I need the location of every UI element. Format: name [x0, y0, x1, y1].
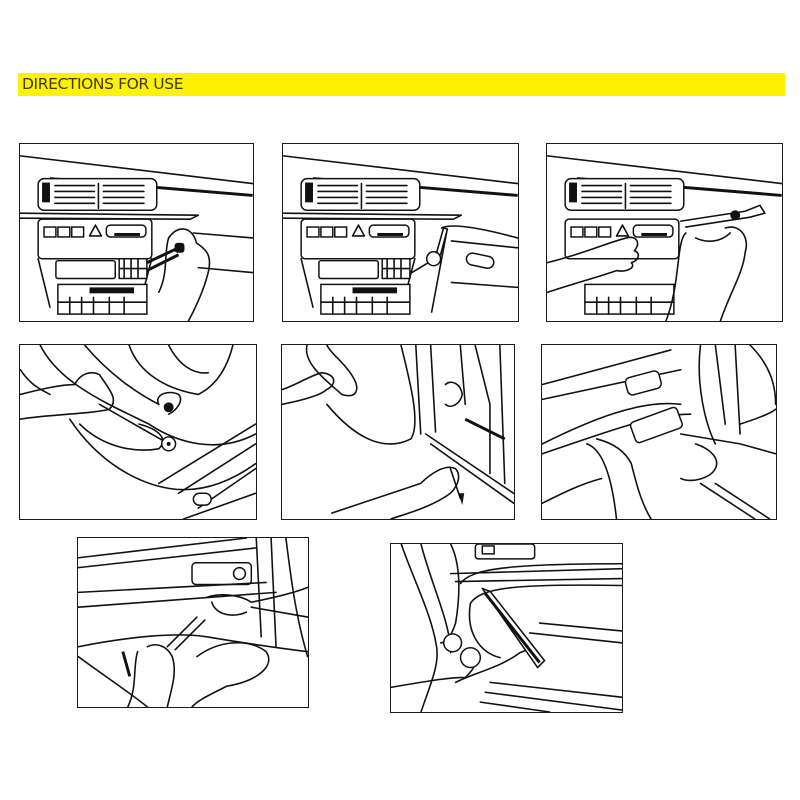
- step-2-illustration: [282, 143, 519, 322]
- door-edge-trim-pry-illustration: [282, 345, 514, 519]
- step-4-illustration: [19, 344, 257, 520]
- door-handle-trim-pry-illustration: [20, 345, 256, 519]
- dashboard-trim-removal-illustration: [547, 155, 782, 321]
- dashboard-radio-lever-illustration: [283, 155, 518, 315]
- window-switch-panel-lift-illustration: [542, 345, 776, 519]
- step-7-illustration: [77, 537, 309, 708]
- armrest-trim-pry-illustration: [78, 538, 308, 707]
- step-1-illustration: [19, 143, 254, 322]
- step-8-illustration: [390, 543, 623, 713]
- directions-title: DIRECTIONS FOR USE: [22, 75, 184, 93]
- directions-header-bar: DIRECTIONS FOR USE: [18, 73, 785, 96]
- step-6-illustration: [541, 344, 777, 520]
- step-3-illustration: [546, 143, 783, 322]
- dashboard-radio-pry-illustration: [20, 155, 253, 321]
- door-panel-removal-illustration: [391, 544, 622, 712]
- step-5-illustration: [281, 344, 515, 520]
